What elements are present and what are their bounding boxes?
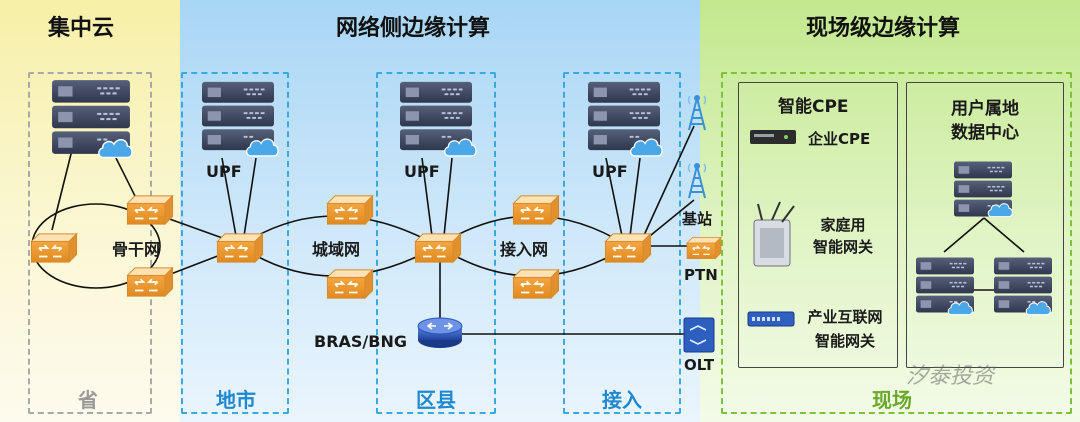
zone-network-edge <box>180 0 700 422</box>
zone-title-site: 现场级边缘计算 <box>806 16 961 41</box>
metro-label: 城域网 <box>312 240 361 259</box>
level-label-county: 区县 <box>416 388 456 412</box>
level-label-province: 省 <box>78 388 98 412</box>
server-rack-icon-dc-right <box>994 257 1052 316</box>
zone-title-network: 网络侧边缘计算 <box>336 16 491 41</box>
wifi-gateway-icon <box>753 201 795 267</box>
antenna-tower-icon <box>687 162 707 199</box>
level-box-site <box>721 72 1072 414</box>
ptn-label: PTN <box>684 266 718 284</box>
router-icon <box>30 232 78 264</box>
router-icon <box>604 232 652 264</box>
upf-label-county: UPF <box>404 162 440 181</box>
watermark-text: 汐泰投资 <box>906 364 995 389</box>
router-icon <box>686 236 722 260</box>
backbone-label: 骨干网 <box>112 240 161 259</box>
router-icon <box>126 194 174 226</box>
level-box-access <box>563 72 681 414</box>
router-icon <box>326 194 374 226</box>
bras-label: BRAS/BNG <box>314 332 407 351</box>
level-box-city <box>181 72 289 414</box>
level-label-city: 地市 <box>216 388 256 412</box>
enterprise-cpe-label: 企业CPE <box>808 130 871 148</box>
bras-router-icon <box>417 317 463 348</box>
server-rack-icon-dc-left <box>916 257 974 316</box>
server-rack-icon-dc-top <box>954 161 1013 218</box>
industrial-gateway-icon <box>747 311 795 327</box>
olt-icon <box>683 317 715 353</box>
level-label-access: 接入 <box>602 388 642 412</box>
base-station-label: 基站 <box>682 210 713 228</box>
level-box-county <box>376 72 496 414</box>
home-gateway-label-line1: 家庭用 <box>820 216 866 234</box>
router-icon <box>414 232 462 264</box>
level-label-site: 现场 <box>872 388 912 412</box>
router-icon <box>512 268 560 300</box>
olt-label: OLT <box>684 356 715 374</box>
zone-title-cloud: 集中云 <box>48 16 115 41</box>
cpe-box-icon <box>750 130 796 144</box>
server-rack-icon-county <box>400 81 477 157</box>
router-icon <box>216 232 264 264</box>
upf-label-city: UPF <box>206 162 242 181</box>
server-rack-icon-city <box>202 81 279 157</box>
router-icon <box>512 194 560 226</box>
router-icon <box>126 266 174 298</box>
industrial-gateway-label-line2: 智能网关 <box>814 332 875 350</box>
router-icon <box>326 268 374 300</box>
level-box-province <box>28 72 152 414</box>
watermark: 汐泰投资 <box>906 358 994 390</box>
datacenter-title-line2: 数据中心 <box>951 123 1019 143</box>
server-rack-icon-access <box>588 81 663 157</box>
cpe-group-title: 智能CPE <box>778 97 849 117</box>
industrial-gateway-label-line1: 产业互联网 <box>807 308 883 326</box>
upf-label-access: UPF <box>592 162 628 181</box>
home-gateway-label-line2: 智能网关 <box>812 238 873 256</box>
datacenter-title-line1: 用户属地 <box>951 99 1019 119</box>
access-net-label: 接入网 <box>500 240 549 259</box>
server-rack-icon-cloud <box>52 80 133 159</box>
cpe-group-box <box>738 82 898 368</box>
zone-site-edge <box>700 0 1080 422</box>
antenna-tower-icon <box>687 94 707 131</box>
datacenter-group-box <box>906 82 1064 368</box>
